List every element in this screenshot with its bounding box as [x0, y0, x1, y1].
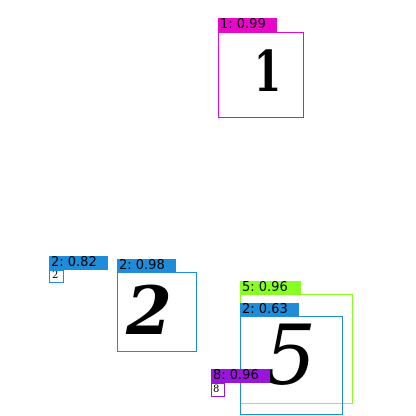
- detection-label-class-2-overlap: 2: 0.63: [240, 303, 299, 317]
- detection-label-class-1: 1: 0.99: [218, 18, 277, 32]
- digit-tiny-eight-image: 8: [213, 384, 220, 395]
- detection-label-class-2: 2: 0.98: [117, 259, 176, 273]
- digit-tiny-two-image: 2: [52, 270, 59, 281]
- bounding-box-class-8: [211, 383, 225, 397]
- digit-one-image: 1: [253, 39, 282, 105]
- detection-label-class-8: 8: 0.96: [211, 369, 270, 383]
- digit-five-image: 5: [264, 309, 317, 404]
- bounding-box-class-2-small: [49, 270, 64, 283]
- bounding-box-class-1: [218, 32, 304, 118]
- detection-label-class-5: 5: 0.96: [240, 281, 301, 295]
- bounding-box-class-2: [117, 272, 197, 352]
- digit-two-image: 2: [126, 272, 172, 350]
- detection-label-class-2-small: 2: 0.82: [49, 256, 108, 270]
- bounding-box-class-2-overlap: [240, 316, 343, 415]
